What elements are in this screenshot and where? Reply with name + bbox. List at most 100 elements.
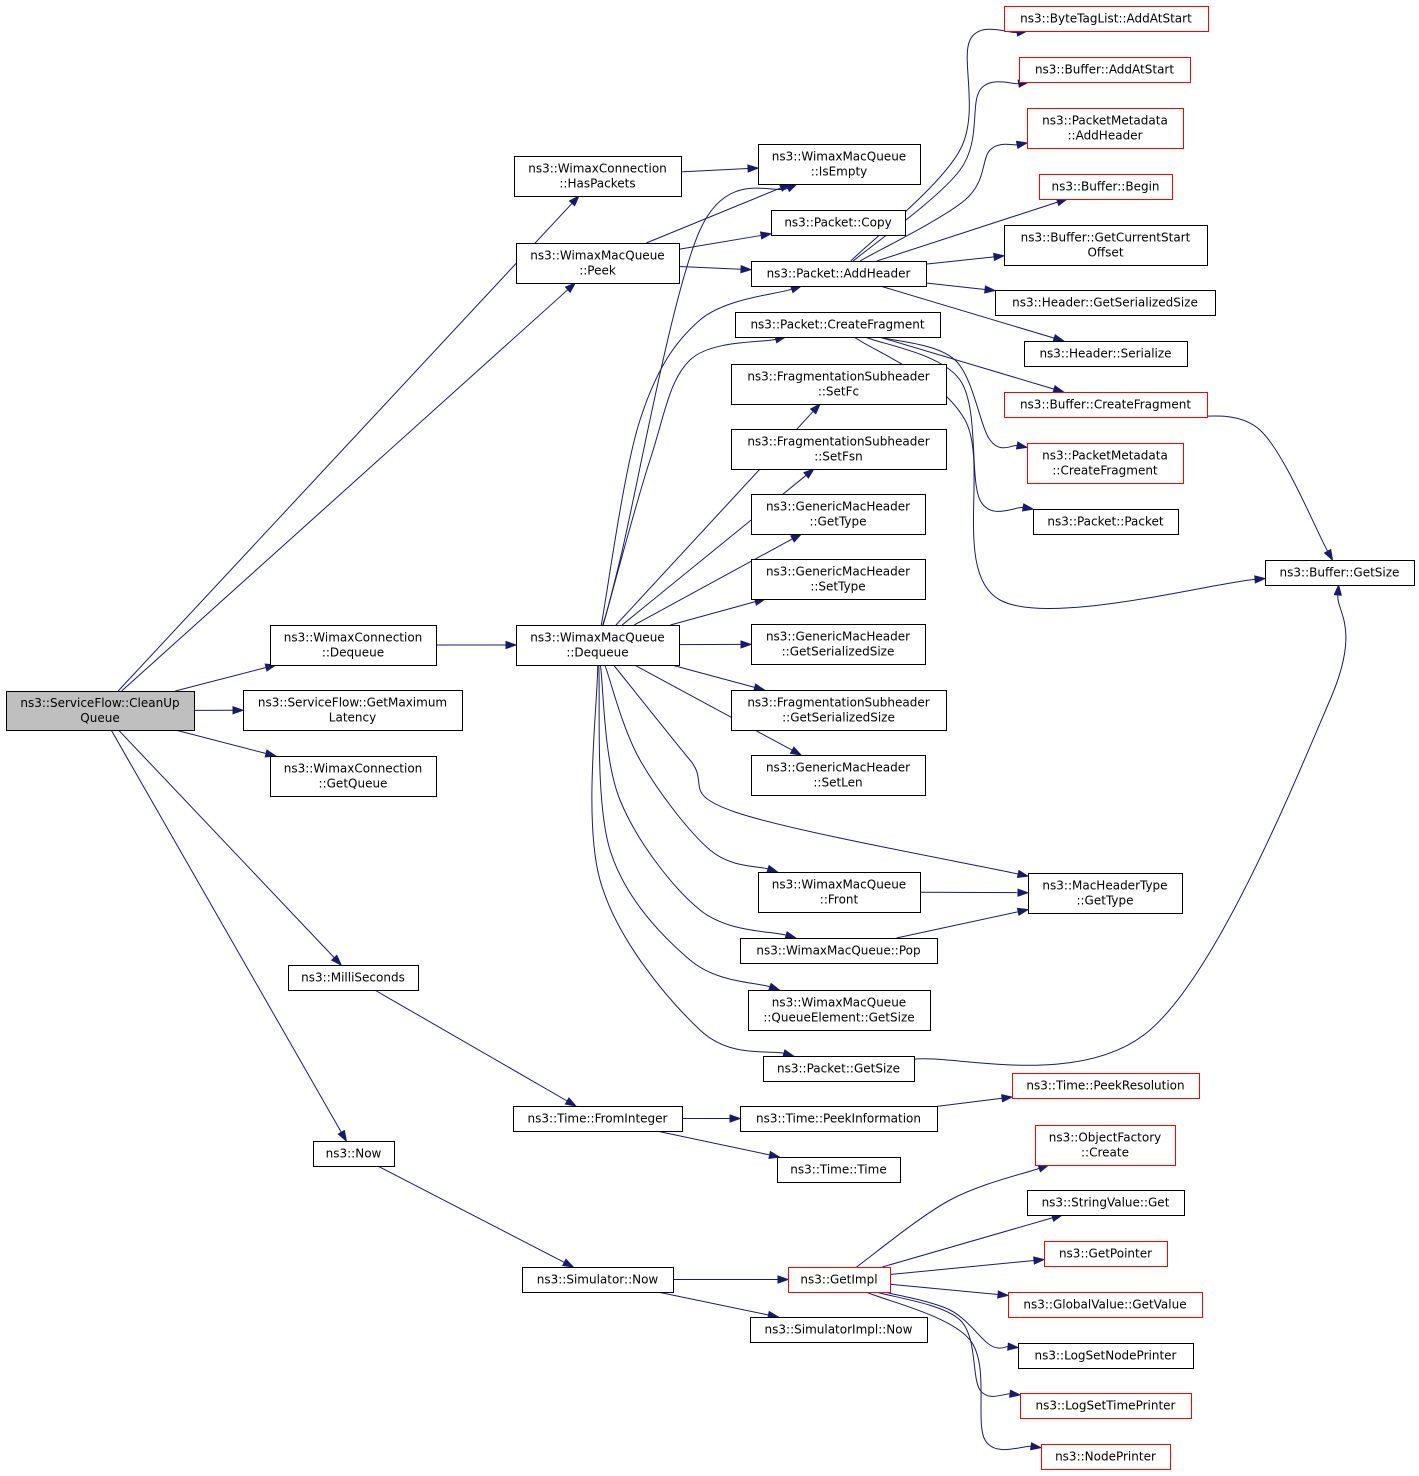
node-ns3-buffer-begin[interactable]: ns3::Buffer::Begin <box>1039 174 1173 200</box>
node-ns3-buffer-addatstart[interactable]: ns3::Buffer::AddAtStart <box>1019 57 1191 83</box>
node-box <box>771 210 906 236</box>
node-ns3-time-time[interactable]: ns3::Time::Time <box>777 1157 901 1183</box>
node-ns3-packet-addheader[interactable]: ns3::Packet::AddHeader <box>751 261 927 287</box>
edge-wmq_pop-to-mht_gettype <box>896 907 1030 939</box>
edge-line <box>913 594 1347 1066</box>
node-ns3-wimaxmacqueue-front[interactable]: ns3::WimaxMacQueue::Front <box>758 872 921 913</box>
node-ns3-globalvalue-getvalue[interactable]: ns3::GlobalValue::GetValue <box>1008 1292 1203 1318</box>
node-ns3-wimaxconnection-haspackets[interactable]: ns3::WimaxConnection::HasPackets <box>514 156 682 197</box>
edge-line <box>680 168 749 173</box>
node-ns3-fragmentationsubheader-getserializedsize[interactable]: ns3::FragmentationSubheader::GetSerializ… <box>731 690 947 731</box>
node-ns3-packet-getsize[interactable]: ns3::Packet::GetSize <box>763 1056 915 1082</box>
node-ns3-time-peekresolution[interactable]: ns3::Time::PeekResolution <box>1012 1073 1200 1099</box>
node-ns3-genericmacheader-settype[interactable]: ns3::GenericMacHeader::SetType <box>751 559 926 600</box>
edge-line <box>876 201 1058 262</box>
node-box <box>1020 1393 1192 1419</box>
node-ns3-packet-createfragment[interactable]: ns3::Packet::CreateFragment <box>735 312 941 338</box>
node-label-line: ns3::FragmentationSubheader <box>747 435 929 449</box>
node-ns3-buffer-createfragment[interactable]: ns3::Buffer::CreateFragment <box>1004 392 1208 418</box>
node-ns3-packet-copy[interactable]: ns3::Packet::Copy <box>771 210 906 236</box>
node-ns3-objectfactory-create[interactable]: ns3::ObjectFactory::Create <box>1035 1125 1176 1166</box>
node-ns3-logsetnodeprinter[interactable]: ns3::LogSetNodePrinter <box>1018 1343 1194 1369</box>
node-ns3-time-frominteger[interactable]: ns3::Time::FromInteger <box>513 1106 683 1132</box>
edge-root-to-wmq_peek <box>121 281 577 692</box>
node-ns3-genericmacheader-setlen[interactable]: ns3::GenericMacHeader::SetLen <box>751 755 926 796</box>
node-ns3-stringvalue-get[interactable]: ns3::StringValue::Get <box>1027 1190 1185 1216</box>
node-ns3-wimaxconnection-getqueue[interactable]: ns3::WimaxConnection::GetQueue <box>270 756 437 797</box>
node-ns3-wimaxconnection-dequeue[interactable]: ns3::WimaxConnection::Dequeue <box>270 625 437 666</box>
arrowhead <box>564 1097 578 1107</box>
edge-wc_dequeue-to-wmq_dequeue <box>436 640 518 650</box>
node-label-line: ::Front <box>820 893 859 907</box>
node-ns3-packetmetadata-addheader[interactable]: ns3::PacketMetadata::AddHeader <box>1027 108 1184 149</box>
node-ns3-header-serialize[interactable]: ns3::Header::Serialize <box>1024 341 1188 367</box>
edge-wmq_front-to-mht_gettype <box>919 888 1030 897</box>
node-box <box>1004 6 1209 32</box>
edge-wmq_dequeue-to-fsh_setfsn <box>621 468 816 626</box>
node-ns3-packetmetadata-createfragment[interactable]: ns3::PacketMetadata::CreateFragment <box>1027 443 1184 484</box>
node-label-line: ns3::Time::PeekInformation <box>756 1112 921 1126</box>
node-ns3-wimaxmacqueue-pop[interactable]: ns3::WimaxMacQueue::Pop <box>740 938 938 964</box>
node-ns3-header-getserializedsize[interactable]: ns3::Header::GetSerializedSize <box>995 290 1216 316</box>
arrowhead <box>330 954 343 967</box>
node-ns3-time-peekinformation[interactable]: ns3::Time::PeekInformation <box>740 1106 938 1132</box>
node-ns3-bytetaglist-addatstart[interactable]: ns3::ByteTagList::AddAtStart <box>1004 6 1209 32</box>
node-label-line: ns3::PacketMetadata <box>1042 449 1168 463</box>
node-ns3-buffer-getsize[interactable]: ns3::Buffer::GetSize <box>1265 560 1415 586</box>
edge-buf_createfrag-to-buf_getsize <box>1181 415 1334 562</box>
arrowhead <box>993 252 1006 262</box>
node-label-line: ns3::Time::Time <box>790 1163 886 1177</box>
node-ns3-wimaxmacqueue-peek[interactable]: ns3::WimaxMacQueue::Peek <box>516 243 680 284</box>
node-label-line: ::GetType <box>809 515 866 529</box>
node-label-line: ::IsEmpty <box>811 165 868 179</box>
edge-line <box>118 729 335 959</box>
edge-pkt_createfrag-to-pkt_packet <box>864 336 1035 512</box>
node-label-line: ns3::WimaxConnection <box>284 762 423 776</box>
node-box <box>751 559 926 600</box>
node-label-line: ns3::Simulator::Now <box>537 1273 659 1287</box>
edge-milliseconds-to-time_fromint <box>374 989 578 1107</box>
edge-pkt_createfrag-to-pm_createfrag <box>878 336 1029 450</box>
edge-line <box>889 1259 1035 1276</box>
arrowhead <box>759 231 773 240</box>
node-label-line: ns3::Packet::AddHeader <box>767 267 911 281</box>
node-label-line: ns3::Packet::Packet <box>1047 515 1163 529</box>
node-ns3-wimaxmacqueue-queueelement-getsize[interactable]: ns3::WimaxMacQueue::QueueElement::GetSiz… <box>748 990 931 1031</box>
node-box <box>731 429 947 470</box>
node-ns3-fragmentationsubheader-setfsn[interactable]: ns3::FragmentationSubheader::SetFsn <box>731 429 947 470</box>
node-box <box>748 990 931 1031</box>
node-label-line: ns3::Packet::Copy <box>784 216 891 230</box>
node-box <box>1028 873 1183 914</box>
node-label-line: ns3::WimaxMacQueue <box>772 878 906 892</box>
edge-line <box>876 1291 1011 1397</box>
node-label-line: ns3::ObjectFactory <box>1049 1131 1162 1145</box>
node-ns3-now[interactable]: ns3::Now <box>313 1141 395 1167</box>
edge-line <box>591 664 785 1054</box>
node-ns3-simulatorimpl-now[interactable]: ns3::SimulatorImpl::Now <box>750 1317 928 1343</box>
node-ns3-simulator-now[interactable]: ns3::Simulator::Now <box>522 1267 674 1293</box>
node-ns3-nodeprinter[interactable]: ns3::NodePrinter <box>1041 1444 1171 1470</box>
node-label-line: ns3::Header::GetSerializedSize <box>1012 296 1198 310</box>
edge-line <box>374 989 568 1102</box>
node-ns3-logsettimeprinter[interactable]: ns3::LogSetTimePrinter <box>1020 1393 1192 1419</box>
edge-getimpl-to-logsetnodeprinter <box>884 1291 1020 1351</box>
arrowhead <box>753 683 766 692</box>
edge-line <box>936 1097 1003 1107</box>
node-ns3-getpointer[interactable]: ns3::GetPointer <box>1044 1241 1168 1267</box>
edge-line <box>865 1291 1032 1451</box>
node-ns3-genericmacheader-getserializedsize[interactable]: ns3::GenericMacHeader::GetSerializedSize <box>751 624 926 665</box>
node-ns3-genericmacheader-gettype[interactable]: ns3::GenericMacHeader::GetType <box>751 494 926 535</box>
node-ns3-wimaxmacqueue-dequeue[interactable]: ns3::WimaxMacQueue::Dequeue <box>516 625 680 666</box>
node-ns3-fragmentationsubheader-setfc[interactable]: ns3::FragmentationSubheader::SetFc <box>731 364 947 405</box>
node-ns3-milliseconds[interactable]: ns3::MilliSeconds <box>288 965 419 991</box>
function-nodes: ns3::ServiceFlow::CleanUpQueuens3::Wimax… <box>6 6 1415 1470</box>
edge-line <box>880 285 1055 339</box>
node-ns3-wimaxmacqueue-isempty[interactable]: ns3::WimaxMacQueue::IsEmpty <box>758 144 921 185</box>
node-label-line: ns3::ServiceFlow::GetMaximum <box>258 696 447 710</box>
node-ns3-macheadertype-gettype[interactable]: ns3::MacHeaderType::GetType <box>1028 873 1183 914</box>
node-ns3-getimpl[interactable]: ns3::GetImpl <box>788 1267 891 1293</box>
node-box <box>1004 225 1208 266</box>
node-ns3-packet-packet[interactable]: ns3::Packet::Packet <box>1033 509 1179 535</box>
